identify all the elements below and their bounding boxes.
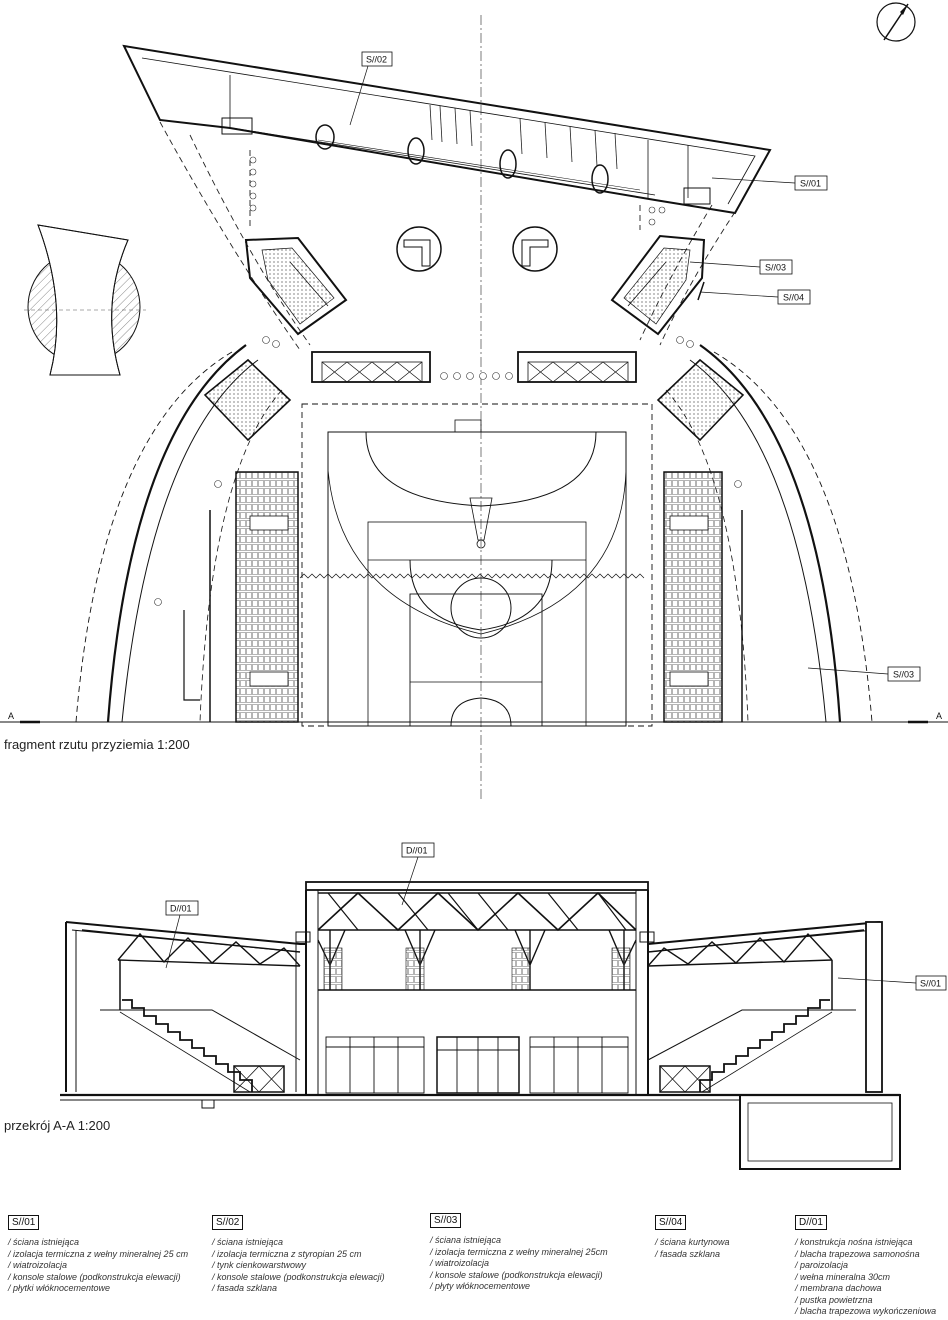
- cut-label-left: A: [8, 711, 14, 721]
- entrance-wing: [122, 44, 772, 215]
- svg-text:S//04: S//04: [783, 293, 804, 303]
- svg-text:D//01: D//01: [406, 846, 428, 856]
- plan-tag-s03-upper: S//03: [689, 259, 793, 275]
- key-plan-diagram: [24, 224, 146, 376]
- legend-item: / ściana istniejąca: [212, 1237, 284, 1247]
- legend-item: / ściana istniejąca: [430, 1235, 502, 1245]
- legend-item: / blacha trapezowa samonośna: [795, 1248, 920, 1259]
- legend-item: / konsole stalowe (podkonstrukcja elewac…: [212, 1271, 385, 1282]
- right-roof-truss: [647, 929, 865, 967]
- legend-item: / konsole stalowe (podkonstrukcja elewac…: [8, 1271, 181, 1282]
- legend-item: / ściana kurtynowa: [655, 1237, 730, 1247]
- section-tag-s01-right: S//01: [837, 975, 947, 991]
- section-caption: przekrój A-A 1:200: [4, 1118, 111, 1133]
- legend-item: / pustka powietrzna: [795, 1294, 873, 1305]
- legend-item: / tynk cienkowarstwowy: [212, 1260, 307, 1270]
- main-roof-truss: [317, 891, 637, 932]
- stair-left: [244, 236, 348, 336]
- cut-label-right: A: [936, 711, 942, 721]
- legend-code: D//01: [795, 1215, 827, 1230]
- plan-tag-s03-lower: S//03: [807, 666, 921, 682]
- legend-code: S//02: [212, 1215, 244, 1230]
- legend-item: / fasada szklana: [212, 1283, 278, 1293]
- legend-code: S//01: [8, 1215, 40, 1230]
- legend-item: / fasada szklana: [655, 1248, 721, 1259]
- legend-s02: S//02 / ściana istniejąca / izolacja ter…: [212, 1212, 385, 1295]
- legend-item: / blacha trapezowa wykończeniowa: [795, 1306, 937, 1316]
- legend-item: / membrana dachowa: [795, 1283, 882, 1293]
- left-roof-truss: [81, 929, 301, 967]
- plan-tag-s01: S//01: [711, 175, 828, 191]
- north-arrow-icon: [876, 2, 916, 42]
- legend-item: / ściana istniejąca: [8, 1237, 80, 1247]
- legend-code: S//04: [655, 1215, 687, 1230]
- legend-item: / wiatroizolacja: [8, 1260, 68, 1270]
- svg-text:S//03: S//03: [765, 263, 786, 273]
- legend-item: / konsole stalowe (podkonstrukcja elewac…: [430, 1269, 603, 1280]
- legend-item: / izolacja termiczna z styropian 25 cm: [212, 1248, 362, 1259]
- legend-item: / paroizolacja: [795, 1260, 849, 1270]
- svg-text:D//01: D//01: [170, 904, 192, 914]
- section-tag-d01-left: D//01: [165, 900, 199, 969]
- legend-item: / płyty włóknocementowe: [430, 1281, 531, 1291]
- legend-item: / wiatroizolacja: [430, 1258, 490, 1268]
- legend-item: / izolacja termiczna z wełny mineralnej …: [8, 1248, 189, 1259]
- outer-arena-walls: [75, 344, 873, 723]
- section-tag-d01-center: D//01: [401, 842, 435, 906]
- legend-d01: D//01 / konstrukcja nośna istniejąca / b…: [795, 1212, 936, 1318]
- legend-item: / płytki włóknocementowe: [8, 1283, 111, 1293]
- svg-text:S//01: S//01: [920, 979, 941, 989]
- legend-s04: S//04 / ściana kurtynowa / fasada szklan…: [655, 1212, 730, 1260]
- svg-text:S//03: S//03: [893, 670, 914, 680]
- glazed-facade: [325, 1036, 629, 1094]
- floor-plan: A A S//02 S//01 S//03 S//04 S//03: [0, 15, 948, 800]
- section-a-a: D//01 D//01 S//01: [60, 842, 947, 1170]
- stair-right: [610, 234, 706, 336]
- legend-code: S//03: [430, 1213, 462, 1228]
- stands: [183, 471, 743, 723]
- svg-text:S//02: S//02: [366, 55, 387, 65]
- legend-s01: S//01 / ściana istniejąca / izolacja ter…: [8, 1212, 188, 1295]
- plan-tag-s02: S//02: [349, 51, 393, 126]
- svg-text:S//01: S//01: [800, 179, 821, 189]
- basketball-court: [299, 403, 653, 727]
- legend-s03: S//03 / ściana istniejąca / izolacja ter…: [430, 1210, 608, 1293]
- entry-benches: [311, 351, 637, 383]
- legend-item: / wełna mineralna 30cm: [795, 1271, 891, 1282]
- legend-item: / konstrukcja nośna istniejąca: [795, 1237, 913, 1247]
- plan-tag-s04: S//04: [697, 281, 811, 305]
- plan-caption: fragment rzutu przyziemia 1:200: [4, 737, 190, 752]
- legend-item: / izolacja termiczna z wełny mineralnej …: [430, 1246, 608, 1257]
